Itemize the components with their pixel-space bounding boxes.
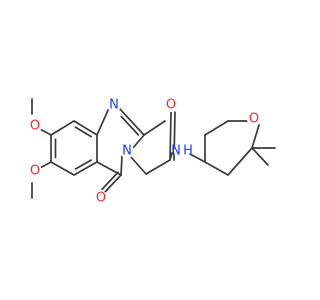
amide-nitrogen: N xyxy=(171,144,181,159)
bond-layer xyxy=(31,98,276,199)
amide-carbonyl-oxygen: O xyxy=(166,98,176,113)
oxane-oxygen: O xyxy=(249,112,259,127)
bond-ring-o-c6 xyxy=(251,124,260,149)
ring-carbonyl-oxygen: O xyxy=(96,191,106,206)
bond-c8a-c8-double xyxy=(74,126,92,138)
ring-nitrogen-1: N xyxy=(109,98,119,113)
bond-amide-c-o xyxy=(169,111,172,161)
bond-n1-c2 xyxy=(118,107,145,136)
atom-label-layer: O O N N O O N H O xyxy=(28,98,261,206)
bond-c2-methyl xyxy=(143,120,166,136)
bond-ring-c6-c5 xyxy=(227,147,253,176)
bond-c2-n3 xyxy=(132,134,145,149)
bond-ring-c3-c2 xyxy=(204,120,229,136)
ring-nitrogen-3: N xyxy=(122,144,132,159)
bond-gem-methyl-1 xyxy=(251,147,269,166)
methoxy-oxygen-bottom: O xyxy=(30,164,40,179)
bond-ch2-amide-c xyxy=(145,159,171,175)
bond-ring-c5-c4 xyxy=(204,161,229,176)
bond-amide-c-n xyxy=(169,152,173,161)
amide-hydrogen: H xyxy=(183,144,193,159)
bond-n3-c4 xyxy=(120,155,123,176)
bond-c8a-n1 xyxy=(96,107,110,136)
bond-n1-c2-double xyxy=(120,115,140,136)
bond-n3-ch2 xyxy=(130,156,147,175)
methoxy-oxygen-top: O xyxy=(30,119,40,134)
bond-c4-o-double xyxy=(101,171,119,191)
bond-c8a-c8 xyxy=(73,120,98,136)
bond-n-oxane-c4 xyxy=(189,153,206,163)
molecule-diagram: O O N N O O N H O xyxy=(28,98,276,206)
bond-c4a-c5 xyxy=(73,161,98,176)
bond-c5-c6 xyxy=(50,161,75,176)
bond-c7-c8 xyxy=(50,120,75,136)
bond-c4a-c5-double xyxy=(74,159,92,170)
bond-c4-o xyxy=(104,174,122,193)
